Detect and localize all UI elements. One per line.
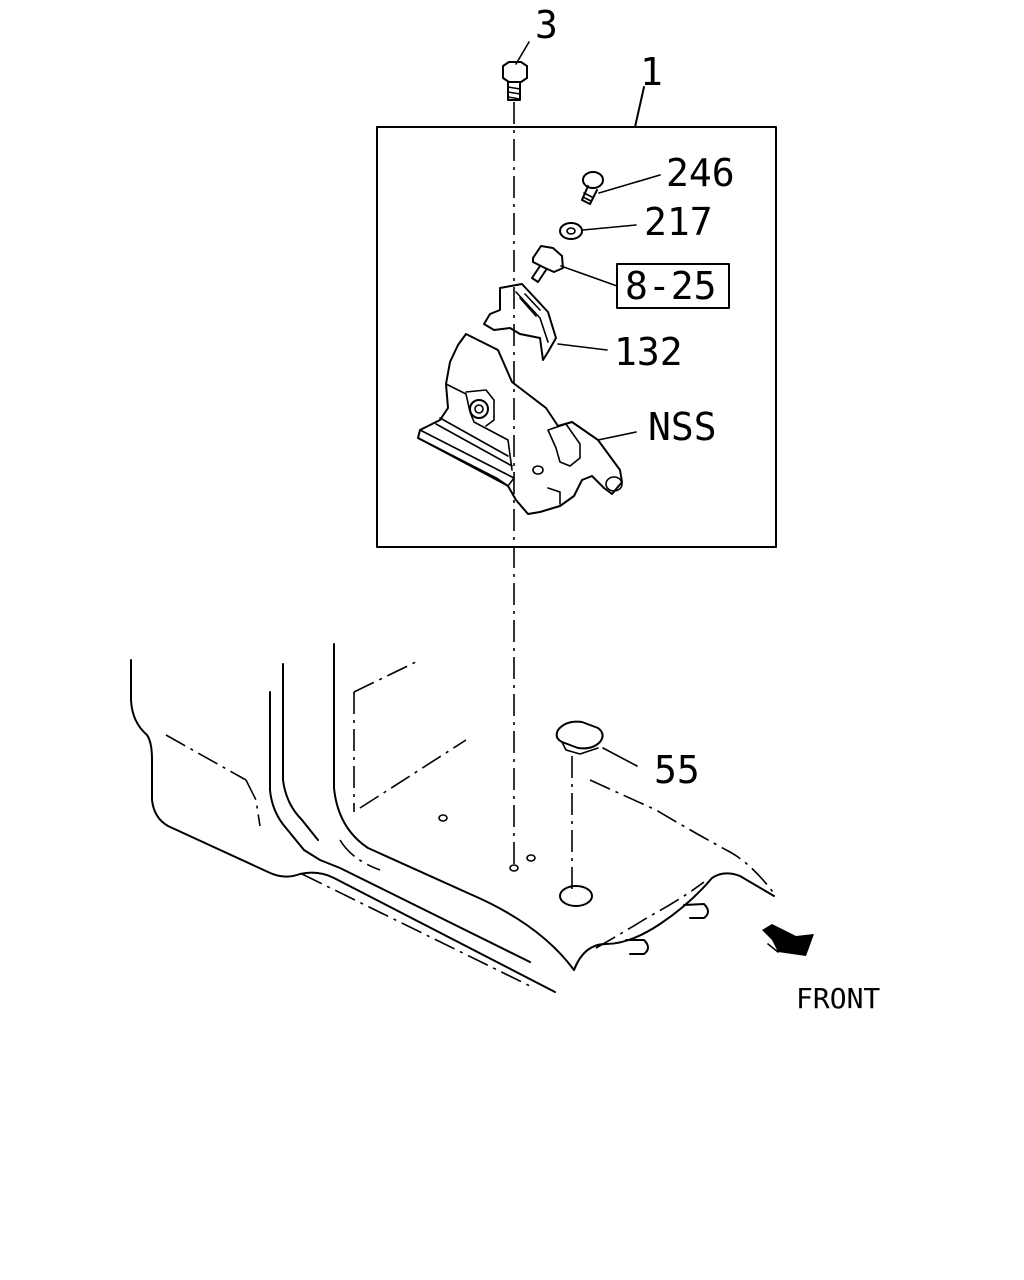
bracket-part	[417, 333, 637, 515]
bolt-part	[502, 41, 530, 101]
callout-8-25: 8-25	[625, 264, 717, 308]
knob-part	[531, 245, 618, 287]
callout-217: 217	[644, 200, 713, 244]
washer-part	[559, 222, 637, 240]
callout-246: 246	[666, 151, 735, 195]
screw-part	[581, 171, 661, 205]
floor-panel	[130, 643, 777, 993]
assembly-frame	[376, 126, 777, 548]
callout-3: 3	[535, 3, 558, 47]
callout-132: 132	[614, 330, 683, 374]
plug-part	[555, 720, 638, 890]
front-label: FRONT	[796, 982, 880, 1015]
callout-nss: NSS	[648, 405, 717, 449]
callout-55: 55	[654, 748, 700, 792]
cover-part	[483, 283, 608, 361]
front-arrow-icon	[762, 924, 814, 956]
ref-box-8-25	[616, 263, 730, 309]
callout-1: 1	[640, 50, 663, 94]
